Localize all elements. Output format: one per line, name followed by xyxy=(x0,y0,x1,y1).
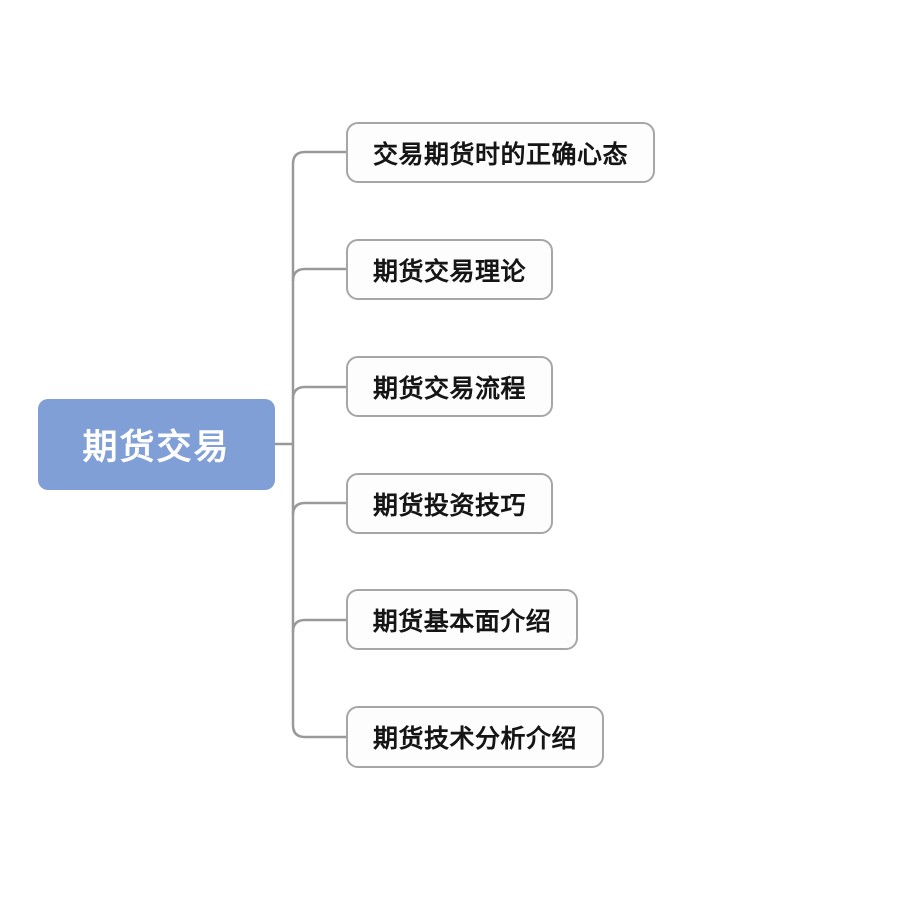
child-node-2-label: 期货交易理论 xyxy=(372,257,526,286)
child-node-3-label: 期货交易流程 xyxy=(372,374,526,403)
child-node-1-label: 交易期货时的正确心态 xyxy=(372,140,628,169)
connector-branch-1 xyxy=(291,150,346,165)
child-node-4[interactable]: 期货投资技巧 xyxy=(346,473,553,534)
connector-branch-2 xyxy=(291,267,346,282)
child-node-5-label: 期货基本面介绍 xyxy=(372,607,552,636)
child-node-6-label: 期货技术分析介绍 xyxy=(372,725,577,753)
connector-branch-4 xyxy=(291,501,346,516)
root-node[interactable]: 期货交易 xyxy=(38,399,275,490)
child-node-6[interactable]: 期货技术分析介绍 xyxy=(346,706,604,768)
connector-branch-3 xyxy=(291,385,346,400)
connector-branch-6 xyxy=(291,724,346,739)
child-node-5[interactable]: 期货基本面介绍 xyxy=(346,589,578,650)
child-node-2[interactable]: 期货交易理论 xyxy=(346,239,553,300)
child-node-1[interactable]: 交易期货时的正确心态 xyxy=(346,122,655,183)
root-node-label: 期货交易 xyxy=(82,428,231,467)
child-node-4-label: 期货投资技巧 xyxy=(372,491,526,520)
connector-branch-5 xyxy=(291,618,346,633)
child-node-3[interactable]: 期货交易流程 xyxy=(346,356,553,417)
